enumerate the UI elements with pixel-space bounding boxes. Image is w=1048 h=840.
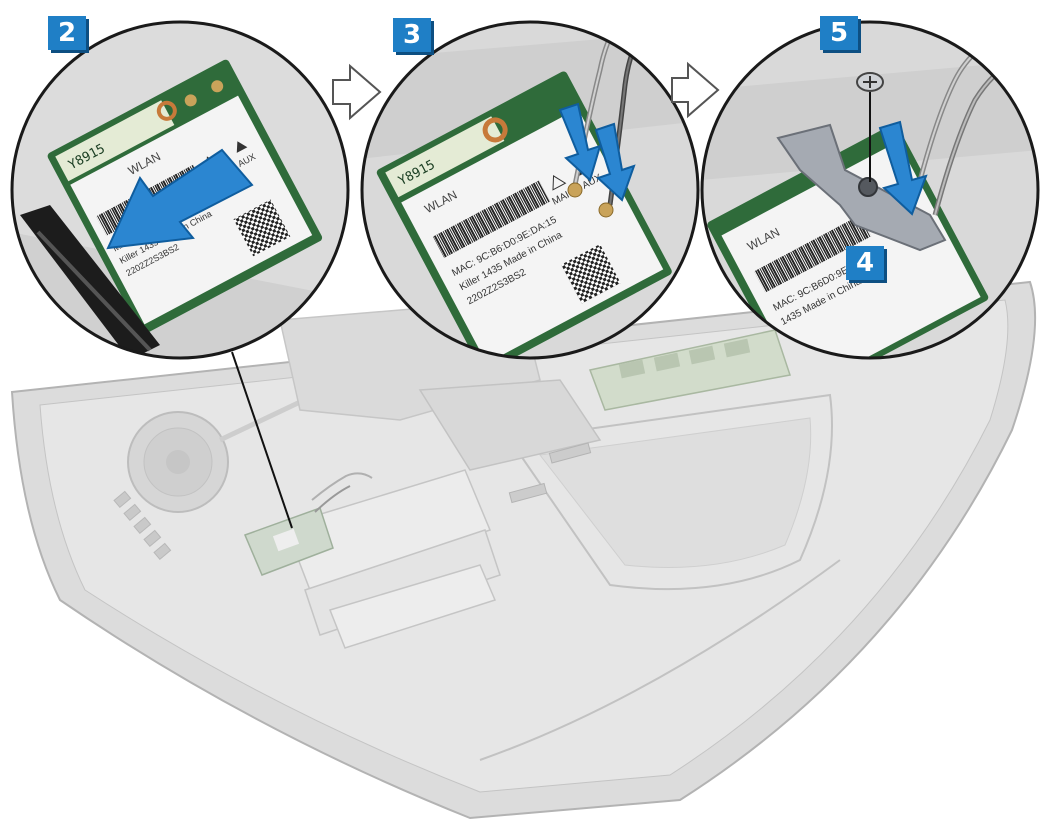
wireless-card-2: Y8915 WLAN MAC: 9C:B6:D0:9E:DA:15 Killer… xyxy=(376,71,672,358)
ribbon-connectors xyxy=(508,442,592,504)
step-badge-4: 4 xyxy=(846,246,884,280)
copper-pad xyxy=(156,100,177,121)
card-barcode xyxy=(432,180,551,258)
aux-marker-icon xyxy=(236,141,248,153)
wireless-card-slot xyxy=(243,472,373,576)
insert-direction-arrow xyxy=(106,148,254,250)
antenna-cables-small xyxy=(311,472,373,501)
step-badge-2: 2 xyxy=(48,16,86,50)
detail-circle-step-3: Y8915 WLAN MAC: 9C:B6:D0:9E:DA:15 Killer… xyxy=(360,20,700,360)
blue-down-arrow-icon xyxy=(878,120,928,216)
antenna-connector-main xyxy=(567,182,583,198)
main-marker-icon xyxy=(552,175,567,191)
connect-arrows xyxy=(558,102,636,202)
outline-right-arrow-icon xyxy=(332,63,382,121)
blue-down-arrow-icon xyxy=(594,122,636,202)
card-bracket xyxy=(776,123,947,252)
step-badge-3: 3 xyxy=(393,18,431,52)
bottom-rail xyxy=(479,559,841,761)
memory-module xyxy=(588,329,791,411)
cooling-fan xyxy=(127,411,229,513)
antenna-port-aux xyxy=(211,80,224,93)
blue-down-arrow-icon xyxy=(558,102,602,182)
bracket-screw-hole xyxy=(858,177,878,197)
callout-line xyxy=(231,351,293,529)
thermal-plate-right xyxy=(418,379,602,471)
laptop-base xyxy=(10,280,1037,820)
detail-circle-step-2: Y8915 WLAN MAC: 9C:B6:D0:9E:DA:15 Killer… xyxy=(10,20,350,360)
screw-icon xyxy=(856,72,884,92)
copper-pad xyxy=(482,117,508,143)
card-barcode xyxy=(754,215,872,293)
card-qr-code xyxy=(561,244,621,304)
step-badge-5: 5 xyxy=(820,16,858,50)
battery-panel xyxy=(508,393,833,591)
card-qr-code xyxy=(233,199,291,257)
battery-panel-inner xyxy=(539,417,812,568)
side-vents xyxy=(113,490,172,561)
antenna-port-main xyxy=(184,94,197,107)
antenna-connector-aux xyxy=(598,202,614,218)
laptop-chassis-inner-edge xyxy=(39,299,1009,793)
blue-diagonal-arrow-icon xyxy=(106,148,254,250)
outline-right-arrow-icon xyxy=(671,61,720,119)
ssd-modules xyxy=(284,469,501,649)
